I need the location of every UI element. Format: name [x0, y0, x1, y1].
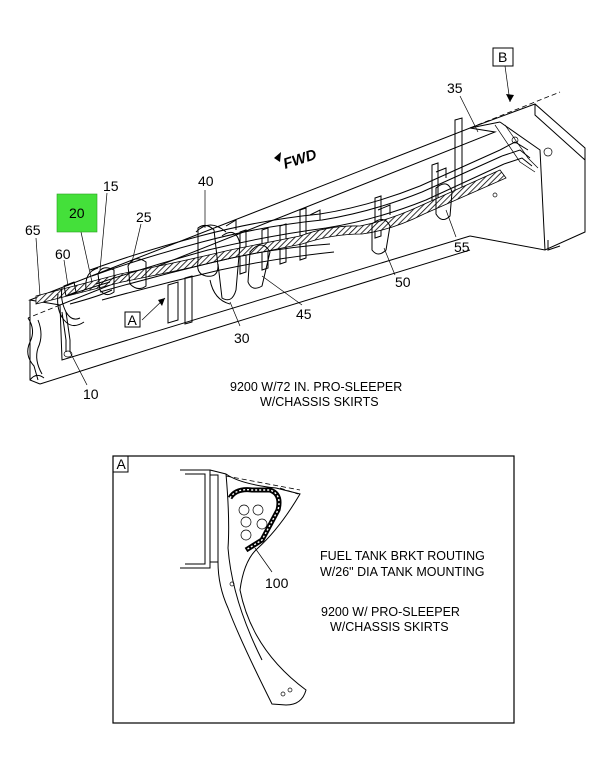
- cable-bundle: [35, 141, 533, 358]
- callout-65[interactable]: 65: [25, 222, 41, 238]
- leader-lines: [35, 65, 511, 386]
- fwd-arrow-icon: [274, 152, 281, 162]
- callout-45[interactable]: 45: [296, 306, 312, 322]
- view-ref-a[interactable]: A: [124, 311, 141, 328]
- callout-55[interactable]: 55: [454, 239, 470, 255]
- inset-caption-line1: FUEL TANK BRKT ROUTING: [320, 549, 485, 563]
- inset-frame: [112, 455, 515, 724]
- callout-30[interactable]: 30: [234, 330, 250, 346]
- callout-100[interactable]: 100: [265, 575, 289, 591]
- inset-caption-line4: W/CHASSIS SKIRTS: [330, 620, 449, 634]
- callout-labels: 20 15 25 65 60 40 30 45 50 55 35 10: [25, 80, 470, 402]
- fwd-indicator: FWD: [274, 146, 319, 173]
- callout-35[interactable]: 35: [447, 80, 463, 96]
- fwd-label: FWD: [281, 146, 319, 173]
- frame-rail: [27, 91, 561, 385]
- inset-ref-a: A: [113, 456, 129, 473]
- inset-caption-line2: W/26" DIA TANK MOUNTING: [320, 565, 484, 579]
- leader-arrows: [158, 94, 514, 306]
- view-ref-a-label: A: [128, 312, 138, 328]
- callout-60[interactable]: 60: [55, 246, 71, 262]
- main-caption-line1: 9200 W/72 IN. PRO-SLEEPER: [230, 380, 402, 394]
- callout-40[interactable]: 40: [198, 173, 214, 189]
- view-ref-b-label: B: [498, 49, 507, 65]
- main-caption-line2: W/CHASSIS SKIRTS: [260, 395, 379, 409]
- inset-caption-line3: 9200 W/ PRO-SLEEPER: [321, 605, 460, 619]
- callout-15[interactable]: 15: [103, 178, 119, 194]
- callout-10[interactable]: 10: [83, 386, 99, 402]
- view-ref-b[interactable]: B: [492, 47, 514, 67]
- leader-100: [254, 547, 273, 573]
- inset-ref-a-label: A: [117, 456, 127, 472]
- clamps: [63, 183, 453, 305]
- battery-box: [469, 103, 586, 251]
- callout-20[interactable]: 20: [69, 205, 85, 221]
- callout-25[interactable]: 25: [136, 209, 152, 225]
- inset-bracket: [180, 469, 307, 706]
- callout-50[interactable]: 50: [395, 274, 411, 290]
- highlight-callout-20[interactable]: [56, 193, 98, 233]
